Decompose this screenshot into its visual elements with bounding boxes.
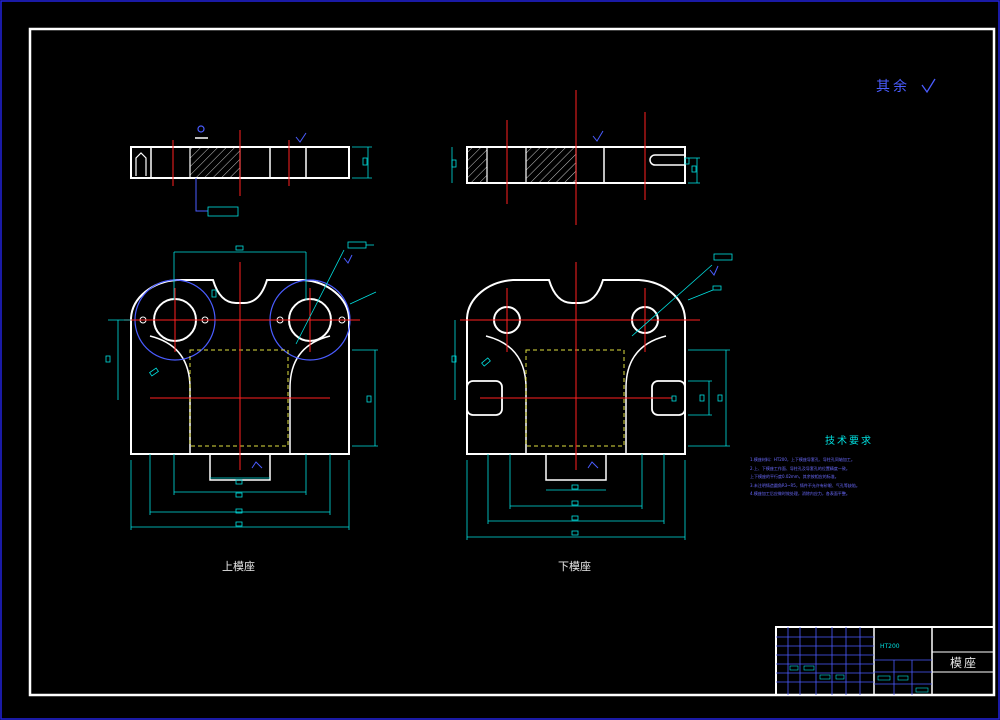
title-block-part-name: 模座	[950, 656, 979, 670]
roughness-symbol-icon	[921, 78, 936, 94]
technical-requirements-list: 1.模座材料：HT200，上下模座导套孔、导柱孔同轴加工。 2.上、下模座工作面…	[750, 456, 950, 499]
lower-die-base-label: 下模座	[558, 560, 591, 573]
tech-req-item: 2.上、下模座工作面、导柱孔及导套孔的位置精度一致。	[750, 465, 850, 471]
lower-plan-view	[451, 253, 733, 540]
tech-req-item: 1.模座材料：HT200，上下模座导套孔、导柱孔同轴加工。	[750, 457, 855, 462]
upper-die-base-label: 上模座	[222, 560, 255, 573]
tech-req-item: 4.模座加工后应做时效处理，消除内应力，各表面平整。	[750, 491, 850, 496]
tech-req-item: 3.未注明铸造圆角R3~R5，铸件不允许有砂眼、气孔等缺陷。	[750, 482, 860, 488]
technical-requirements-title: 技术要求	[825, 436, 873, 447]
lower-section-view	[451, 90, 700, 225]
drawing-frame	[28, 27, 996, 697]
title-block	[775, 626, 995, 696]
roughness-note: 其余	[876, 79, 910, 95]
upper-section-view	[130, 125, 372, 217]
title-block-material: HT200	[880, 643, 900, 650]
tech-req-item: 上下模座的平行度0.02mm，其余按相应的标准。	[750, 474, 839, 479]
upper-plan-view	[105, 241, 378, 530]
